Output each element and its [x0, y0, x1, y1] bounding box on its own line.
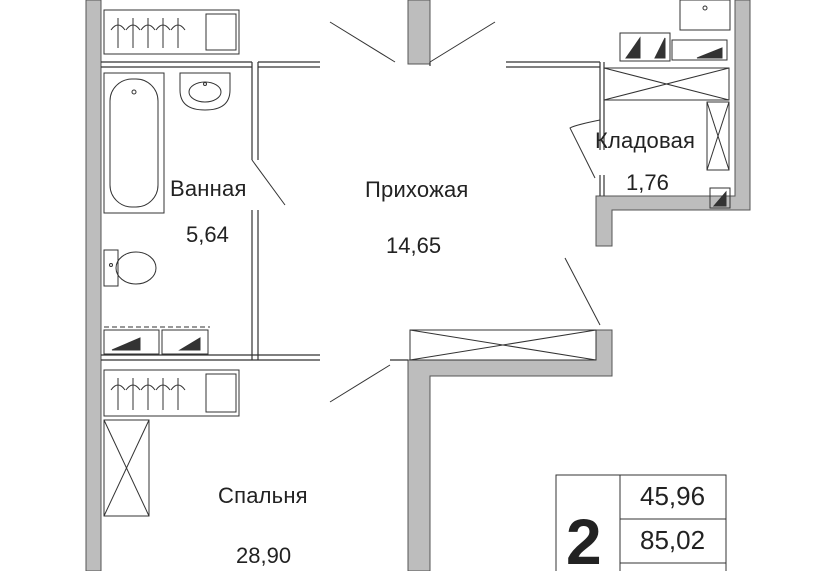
room-area-hall: 14,65 — [386, 233, 442, 258]
door-swings — [251, 21, 601, 403]
wall-top-pillar — [407, 0, 431, 65]
wall-right — [595, 0, 751, 247]
room-label-storage: Кладовая — [595, 128, 696, 153]
wall-left — [85, 0, 102, 571]
room-area-storage: 1,76 — [626, 170, 669, 195]
bathtub — [103, 72, 165, 214]
room-label-bath: Ванная — [170, 176, 247, 201]
storage-shelves — [603, 67, 731, 209]
summary-table — [555, 474, 727, 571]
wardrobe-bottom — [103, 369, 240, 517]
partitions — [101, 61, 605, 361]
room-label-bedroom: Спальня — [218, 483, 308, 508]
washer-area — [103, 326, 210, 355]
room-label-hall: Прихожая — [365, 177, 469, 202]
living-area-value: 45,96 — [640, 481, 706, 511]
wardrobe-top — [103, 9, 240, 55]
kitchen-unit — [619, 0, 731, 62]
room-area-bedroom: 28,90 — [236, 543, 292, 568]
sink — [179, 72, 231, 111]
total-area-value: 85,02 — [640, 525, 706, 555]
toilet — [103, 249, 157, 287]
window-strip — [409, 329, 597, 361]
rooms-count: 2 — [566, 506, 602, 578]
summary-box: 2 45,96 85,02 — [556, 475, 726, 578]
room-area-bath: 5,64 — [186, 222, 229, 247]
